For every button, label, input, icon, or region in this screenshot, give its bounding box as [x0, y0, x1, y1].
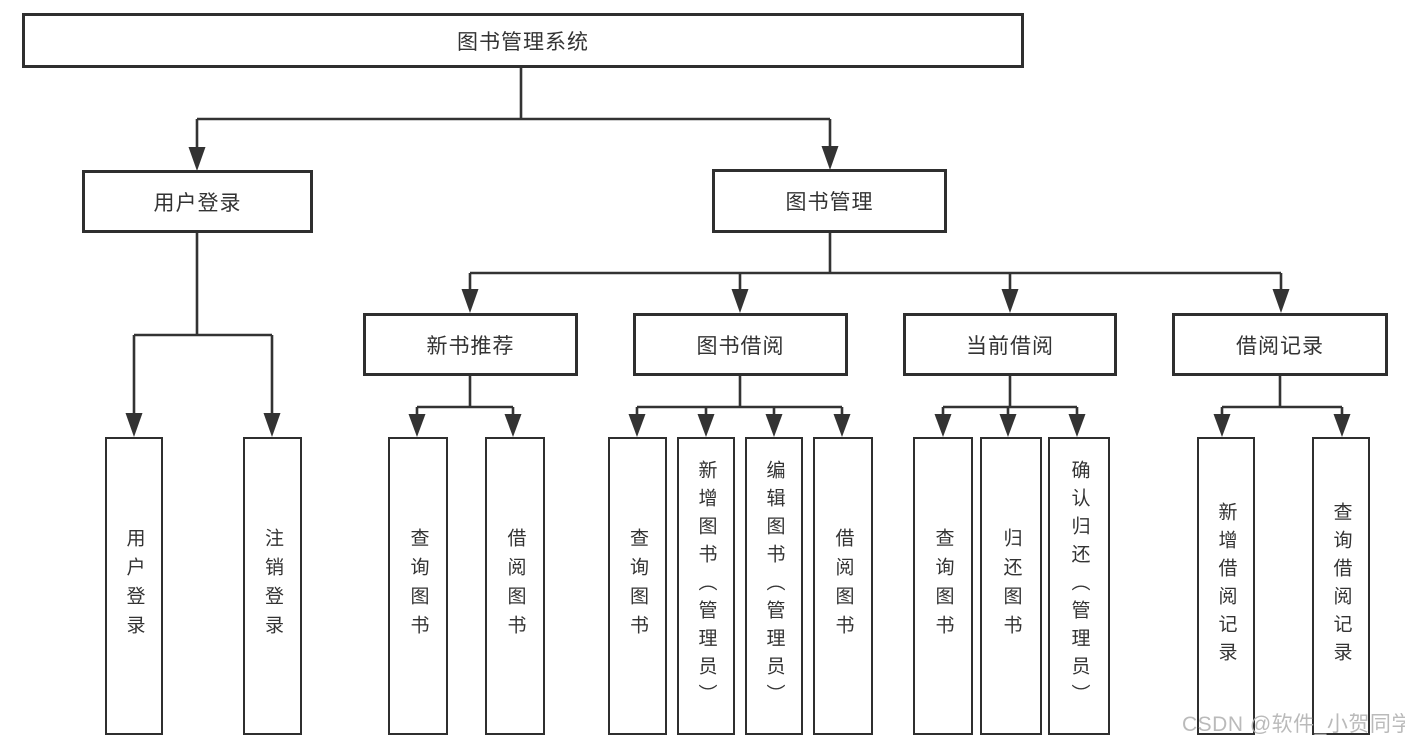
node-user-login-label: 用户登录: [153, 191, 242, 215]
node-new-book-recommend: 新书推荐: [363, 313, 578, 376]
leaf-user-login: 用户登录: [105, 437, 163, 735]
leaf-add-borrow-record: 新增借阅记录: [1197, 437, 1255, 735]
leaf-edit-books-admin: 编辑图书（管理员）: [745, 437, 803, 735]
node-borrow-records-label: 借阅记录: [1236, 334, 1324, 358]
csdn-watermark: CSDN @软件_小贺同学: [1182, 713, 1405, 736]
node-borrow-records: 借阅记录: [1172, 313, 1388, 376]
leaf-logout: 注销登录: [243, 437, 302, 735]
leaf-query-books-recommend: 查询图书: [388, 437, 448, 735]
node-book-borrow-label: 图书借阅: [696, 334, 785, 358]
node-current-borrow-label: 当前借阅: [966, 334, 1054, 358]
node-current-borrow: 当前借阅: [903, 313, 1117, 376]
node-book-management-label: 图书管理: [785, 191, 874, 214]
node-library-system-label: 图书管理系统: [457, 30, 589, 54]
leaf-query-books-current: 查询图书: [913, 437, 973, 735]
leaf-borrow-books-recommend: 借阅图书: [485, 437, 545, 735]
node-book-management: 图书管理: [712, 169, 947, 233]
node-book-borrow: 图书借阅: [633, 313, 848, 376]
node-library-system: 图书管理系统: [22, 13, 1024, 68]
node-user-login: 用户登录: [82, 170, 313, 233]
leaf-confirm-return-admin: 确认归还（管理员）: [1048, 437, 1110, 735]
leaf-add-books-admin: 新增图书（管理员）: [677, 437, 735, 735]
leaf-query-borrow-record: 查询借阅记录: [1312, 437, 1370, 735]
leaf-return-books: 归还图书: [980, 437, 1042, 735]
leaf-query-books-borrow: 查询图书: [608, 437, 667, 735]
node-new-book-recommend-label: 新书推荐: [426, 334, 515, 358]
leaf-borrow-books: 借阅图书: [813, 437, 873, 735]
